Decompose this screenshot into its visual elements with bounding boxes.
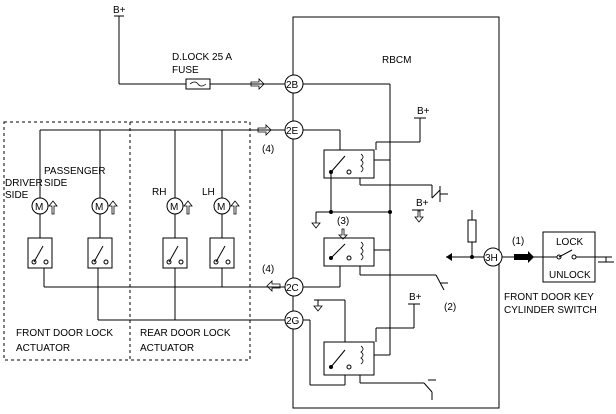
lh-label: LH — [202, 187, 215, 198]
motor-driver-label: M — [35, 202, 43, 213]
fuse-label: FUSE — [172, 65, 199, 76]
driver-label-1: DRIVER — [5, 178, 43, 189]
ground-symbol — [311, 222, 321, 229]
front-actuator-label-1: FRONT DOOR LOCK — [16, 328, 113, 339]
bplus-relay1-label: B+ — [417, 106, 430, 117]
connector-2e-label: 2E — [286, 126, 299, 137]
rbcm-box — [292, 16, 500, 409]
actuator-switch-rh — [162, 237, 188, 269]
rbcm-label: RBCM — [382, 55, 411, 66]
rear-actuator-label-1: REAR DOOR LOCK — [140, 328, 231, 339]
actuator-switch-lh — [209, 237, 235, 269]
relay-third — [323, 341, 375, 376]
bplus-top-label: B+ — [113, 5, 126, 16]
current-arrow-2b — [250, 78, 265, 90]
passenger-label-2: SIDE — [44, 178, 68, 189]
resistor — [467, 219, 477, 243]
switch-lock-label: LOCK — [556, 237, 584, 248]
connector-2c-label: 2C — [286, 283, 299, 294]
current-arrow-2e — [257, 124, 272, 136]
note-2: (2) — [444, 302, 456, 313]
note-4-lower: (4) — [262, 264, 274, 275]
passenger-label-1: PASSENGER — [44, 166, 106, 177]
front-actuator-label-2: ACTUATOR — [16, 343, 70, 354]
motor-lh-label: M — [217, 202, 225, 213]
actuator-group-box — [3, 121, 251, 361]
rh-label: RH — [152, 187, 166, 198]
current-arrow-2c — [266, 280, 281, 292]
relay-unlock — [323, 237, 375, 267]
rear-actuator-label-2: ACTUATOR — [140, 343, 194, 354]
bplus-relay3-label: B+ — [409, 292, 422, 303]
current-arrow-3h — [514, 251, 534, 263]
bplus-right-label: B+ — [416, 198, 429, 209]
driver-label-2: SIDE — [5, 190, 29, 201]
motor-passenger-label: M — [95, 202, 103, 213]
connector-3h-label: 3H — [485, 253, 498, 264]
connector-2b-label: 2B — [286, 80, 299, 91]
actuator-switch-passenger — [87, 237, 113, 269]
note-4-upper: (4) — [262, 144, 274, 155]
switch-label-1: FRONT DOOR KEY — [504, 292, 594, 303]
note-3: (3) — [337, 216, 349, 227]
fuse-rating-label: D.LOCK 25 A — [172, 52, 232, 63]
actuator-switch-driver — [27, 237, 53, 269]
switch-label-2: CYLINDER SWITCH — [504, 305, 597, 316]
relay-lock — [323, 149, 375, 179]
connector-2g-label: 2G — [286, 316, 300, 327]
motor-rh-label: M — [170, 202, 178, 213]
switch-unlock-label: UNLOCK — [549, 270, 591, 281]
note-1: (1) — [512, 236, 524, 247]
